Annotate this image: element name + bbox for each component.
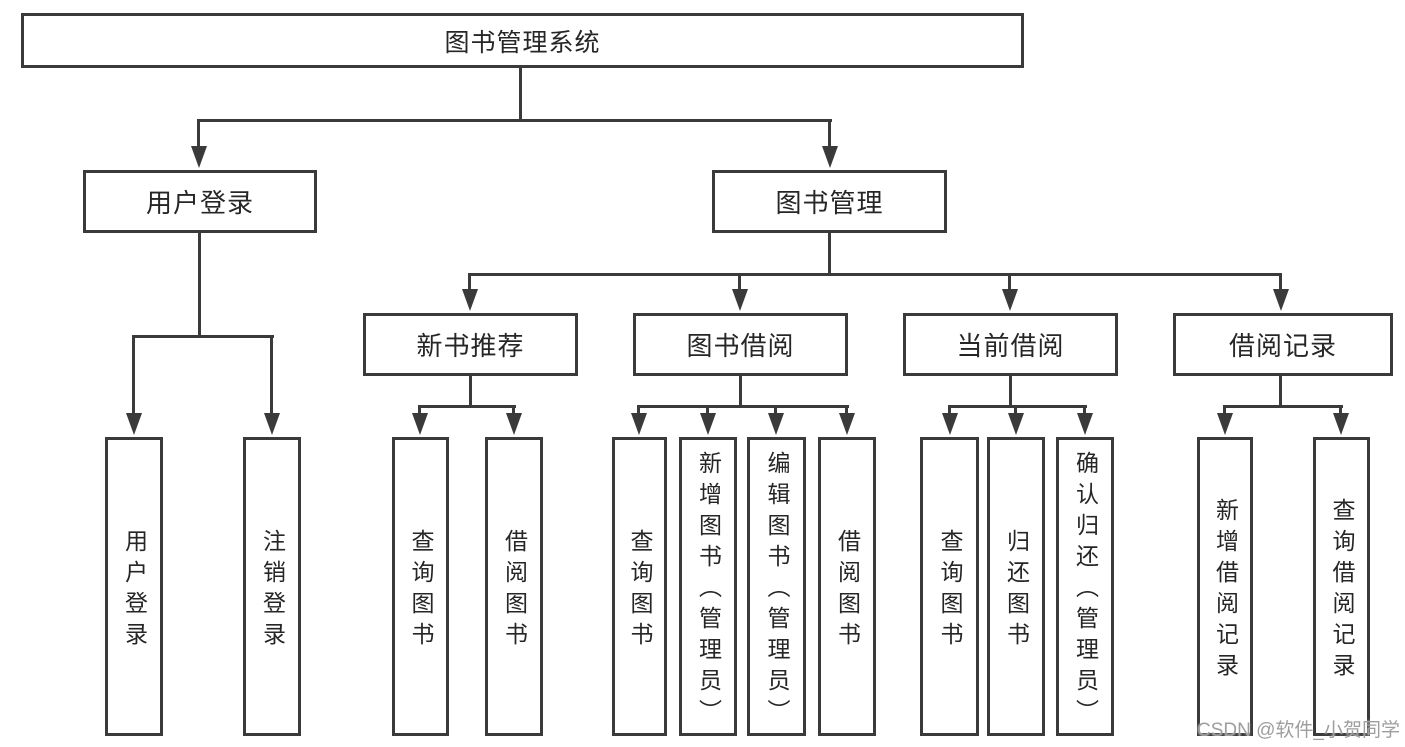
connector-level2-bar [198,119,832,122]
leaf-borrow-books-recommend: 借阅图书 [485,437,543,736]
leaf-label: 编辑图书（管理员） [764,451,790,730]
arrowhead-down-icon [264,413,280,435]
node-current-borrowing-label: 当前借阅 [956,331,1065,361]
leaf-add-books-admin: 新增图书（管理员） [679,437,737,736]
arrowhead-down-icon [839,413,855,435]
leaf-borrow-books: 借阅图书 [818,437,876,736]
connector-leaf-stub [132,335,135,415]
connector-user-login-stub [197,119,200,148]
connector-leaf-stub [270,335,273,415]
leaf-query-books-recommend: 查询图书 [392,437,449,736]
arrowhead-down-icon [1273,289,1289,311]
arrowhead-down-icon [700,413,716,435]
leaf-label: 新增借阅记录 [1212,497,1239,684]
leaf-query-books-current: 查询图书 [920,437,979,736]
arrowhead-down-icon [462,289,478,311]
connector-user-login-bar [132,335,274,338]
leaf-label: 归还图书 [1003,528,1030,653]
arrowhead-down-icon [768,413,784,435]
arrowhead-down-icon [412,413,428,435]
connector-leaf-stub [774,405,777,415]
arrowhead-down-icon [126,413,142,435]
leaf-logout: 注销登录 [243,437,301,736]
arrowhead-down-icon [822,146,838,168]
node-new-book-recommend-label: 新书推荐 [416,331,525,361]
connector-new-books-stem [469,376,472,405]
connector-book-mgmt-stem [828,233,831,275]
node-new-book-recommend: 新书推荐 [363,313,578,376]
connector-book-mgmt-stub [828,119,831,148]
arrowhead-down-icon [942,413,958,435]
leaf-label: 用户登录 [121,528,148,653]
node-borrow-records: 借阅记录 [1173,313,1393,376]
connector-current-stem [1009,376,1012,405]
connector-leaf-stub [845,405,848,415]
leaf-query-books-borrow: 查询图书 [612,437,667,736]
arrowhead-down-icon [1333,413,1349,435]
node-book-management-label: 图书管理 [775,188,884,218]
node-root: 图书管理系统 [21,13,1024,68]
connector-user-login-stem [198,233,201,335]
leaf-add-borrow-record: 新增借阅记录 [1197,437,1253,736]
arrowhead-down-icon [191,146,207,168]
arrowhead-down-icon [1002,289,1018,311]
connector-level3-stub [1008,273,1011,291]
leaf-label: 注销登录 [259,528,286,653]
arrowhead-down-icon [1077,413,1093,435]
connector-borrow-bar [637,405,849,408]
connector-leaf-stub [706,405,709,415]
connector-borrow-stem [739,376,742,405]
connector-records-stem [1279,376,1282,405]
leaf-edit-books-admin: 编辑图书（管理员） [747,437,806,736]
connector-leaf-stub [418,405,421,415]
connector-new-books-bar [418,405,516,408]
leaf-label: 新增图书（管理员） [695,451,722,730]
arrowhead-down-icon [1217,413,1233,435]
leaf-confirm-return-admin: 确认归还（管理员） [1056,437,1114,736]
connector-level3-stub [468,273,471,291]
leaf-label: 借阅图书 [501,528,528,653]
leaf-label: 查询图书 [937,528,963,653]
node-user-login-label: 用户登录 [145,188,254,218]
connector-leaf-stub [948,405,951,415]
connector-leaf-stub [1223,405,1226,415]
connector-level3-stub [1279,273,1282,291]
node-borrow-records-label: 借阅记录 [1228,331,1337,361]
leaf-label: 确认归还（管理员） [1072,451,1099,730]
leaf-label: 借阅图书 [834,528,861,653]
node-current-borrowing: 当前借阅 [903,313,1118,376]
leaf-label: 查询图书 [408,528,434,653]
connector-records-bar [1223,405,1343,408]
connector-level3-bar [468,273,1282,276]
connector-current-bar [948,405,1087,408]
node-user-login: 用户登录 [83,170,317,233]
leaf-label: 查询图书 [627,528,653,653]
node-root-label: 图书管理系统 [444,28,601,57]
leaf-user-login: 用户登录 [105,437,163,736]
connector-leaf-stub [637,405,640,415]
connector-leaf-stub [1014,405,1017,415]
leaf-return-books: 归还图书 [987,437,1045,736]
node-book-borrowing-label: 图书借阅 [686,331,795,361]
arrowhead-down-icon [732,289,748,311]
node-book-management: 图书管理 [712,170,947,233]
connector-leaf-stub [1083,405,1086,415]
node-book-borrowing: 图书借阅 [633,313,848,376]
arrowhead-down-icon [631,413,647,435]
arrowhead-down-icon [1008,413,1024,435]
arrowhead-down-icon [506,413,522,435]
connector-leaf-stub [1339,405,1342,415]
connector-level3-stub [738,273,741,291]
leaf-label: 查询借阅记录 [1329,497,1355,684]
watermark-text: CSDN @软件_小贺同学 [1197,720,1400,741]
connector-root-stem [519,68,522,120]
connector-leaf-stub [512,405,515,415]
leaf-query-borrow-record: 查询借阅记录 [1313,437,1370,736]
